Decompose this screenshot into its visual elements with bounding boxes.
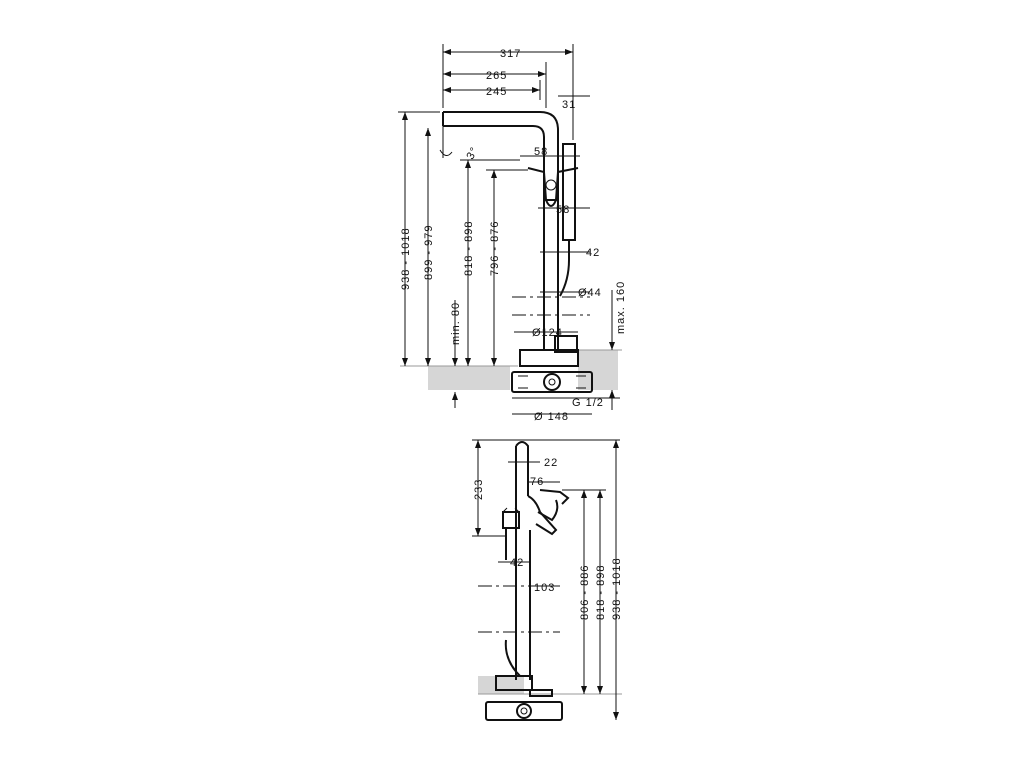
dim-58-upper: 58 — [534, 146, 548, 158]
dim-max-160: max. 160 — [615, 281, 627, 334]
dim-31: 31 — [562, 99, 576, 111]
mounting-box — [511, 371, 593, 393]
dim-dia-124: Ø124 — [532, 327, 563, 339]
mixer-handle — [527, 167, 579, 207]
dim-58-lower: 58 — [556, 204, 570, 216]
dim-dia-148: Ø 148 — [534, 411, 569, 423]
side-dim-233: 233 — [473, 479, 485, 500]
side-mounting-box — [485, 701, 563, 721]
side-dim-818-898: 818 - 898 — [595, 565, 607, 620]
spout — [442, 111, 559, 160]
side-dim-76: 76 — [530, 476, 544, 488]
side-base-plate — [495, 675, 533, 691]
floor-hatch-side — [478, 676, 524, 694]
floor-hatch-right — [578, 350, 618, 390]
dim-899-979: 899 - 979 — [423, 225, 435, 280]
dim-dia-44: Ø44 — [578, 287, 602, 299]
base-plate — [519, 349, 579, 367]
arrowheads-top — [402, 49, 615, 400]
front-view-drawing: 317 265 245 31 3° 58 58 42 Ø44 Ø124 G 1/… — [398, 44, 627, 423]
dim-3deg: 3° — [464, 145, 481, 162]
hand-shower — [562, 143, 576, 241]
dim-796-876: 796 - 876 — [489, 221, 501, 276]
side-dim-42: 42 — [510, 557, 524, 569]
dim-245: 245 — [486, 86, 507, 98]
dim-317: 317 — [500, 48, 521, 60]
side-view-drawing: 233 22 76 42 103 806 - 886 818 - 898 938… — [472, 439, 623, 721]
side-dim-806-886: 806 - 886 — [579, 565, 591, 620]
side-spout — [515, 441, 529, 496]
side-handle — [527, 489, 570, 536]
dim-min-80: min. 80 — [450, 302, 462, 345]
side-hand-shower — [502, 511, 520, 529]
arrowheads-side — [475, 440, 619, 720]
dim-42: 42 — [586, 247, 600, 259]
dim-g12: G 1/2 — [572, 397, 604, 409]
side-dim-938-1018: 938 - 1018 — [611, 557, 623, 620]
side-dim-103: 103 — [534, 582, 555, 594]
floor-hatch — [428, 366, 510, 390]
dim-265: 265 — [486, 70, 507, 82]
dim-938-1018: 938 - 1018 — [400, 227, 412, 290]
dim-818-898: 818 - 898 — [463, 221, 475, 276]
side-dim-22: 22 — [544, 457, 558, 469]
